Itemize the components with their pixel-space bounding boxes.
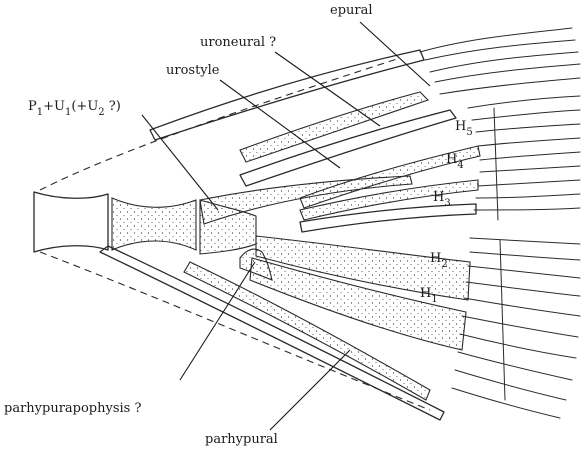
- label-h2: H2: [430, 251, 448, 270]
- label-h1: H1: [420, 286, 438, 305]
- epural-bone: [149, 49, 430, 163]
- dorsal-outline: [39, 57, 401, 191]
- lower-fin-rays: [451, 237, 581, 419]
- uroneural-bone: [239, 109, 457, 187]
- parhypurapophysis-process: [239, 248, 273, 281]
- hypurals: [249, 145, 481, 351]
- label-h3: H3: [433, 190, 451, 209]
- upper-fin-rays: [419, 27, 581, 221]
- haemal-spine: [99, 245, 445, 421]
- label-epural: epural: [330, 3, 373, 18]
- urostyle-bone: [199, 175, 413, 225]
- label-p1-u1: P1+U1(+U2 ?): [28, 99, 121, 118]
- label-urostyle: urostyle: [166, 63, 220, 78]
- label-uroneural: uroneural ?: [200, 35, 276, 50]
- label-h5: H5: [455, 119, 473, 138]
- parhypural-bone: [183, 261, 431, 401]
- vertebrae: [33, 191, 257, 255]
- label-parhypural: parhypural: [205, 432, 278, 447]
- label-h4: H4: [446, 152, 464, 171]
- leader-lines: [141, 21, 431, 431]
- label-parhypurapophysis: parhypurapophysis ?: [4, 401, 141, 416]
